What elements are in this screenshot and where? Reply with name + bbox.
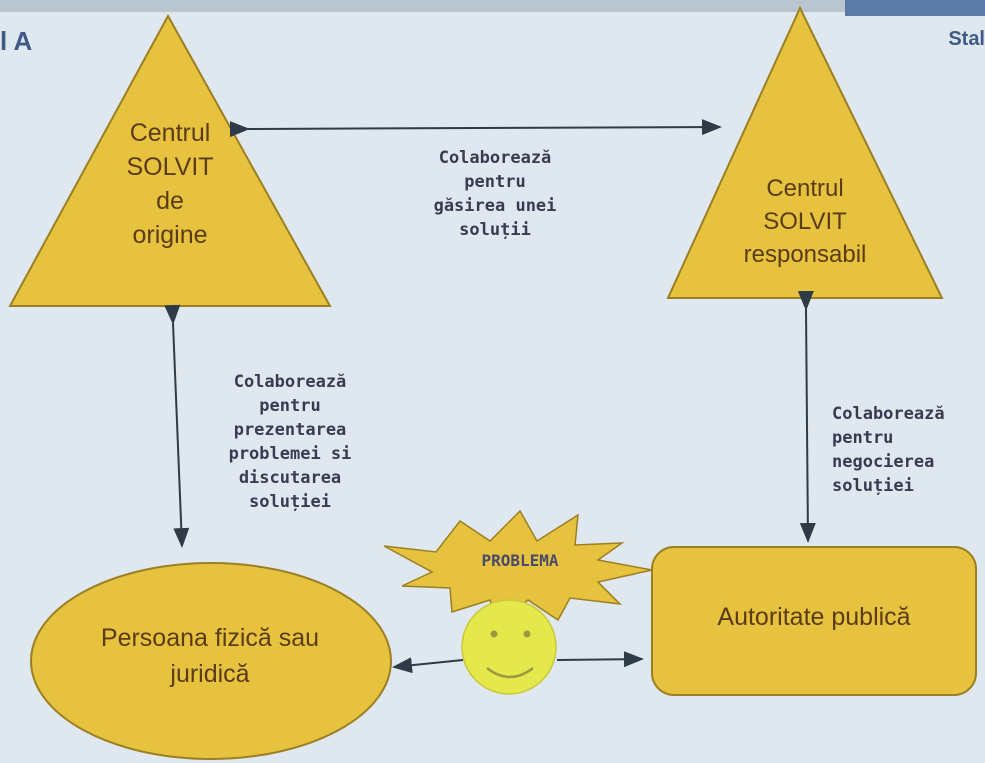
top-bar-accent bbox=[845, 0, 985, 16]
responsible-line-2: SOLVIT bbox=[763, 208, 847, 235]
edge-right-line-3: negocierea bbox=[832, 452, 935, 472]
person-line-1: Persoana fizică sau bbox=[100, 624, 320, 652]
arrow-left-bidirectional bbox=[164, 304, 190, 548]
edge-right-line-2: pentru bbox=[832, 428, 894, 448]
arrow-to-authority bbox=[556, 651, 644, 668]
responsible-center-label: Centrul SOLVIT responsabil bbox=[705, 172, 905, 271]
problem-label: PROBLEMA bbox=[481, 551, 559, 570]
edge-label-right: Colaborează pentru negocierea soluției bbox=[832, 402, 985, 498]
origin-line-1: Centrul bbox=[129, 119, 211, 147]
person-line-2: juridică bbox=[170, 660, 250, 688]
edge-top-line-4: soluții bbox=[459, 220, 531, 240]
authority-label: Autoritate publică bbox=[717, 603, 911, 631]
origin-center-label: Centrul SOLVIT de origine bbox=[90, 116, 250, 252]
edge-label-top: Colaborează pentru găsirea unei soluții bbox=[385, 146, 605, 242]
edge-left-line-4: problemei si bbox=[228, 444, 352, 464]
smiley-face-icon bbox=[461, 599, 557, 695]
responsible-line-1: Centrul bbox=[766, 175, 844, 202]
edge-left-line-3: prezentarea bbox=[233, 420, 347, 440]
edge-left-line-5: discutarea bbox=[238, 468, 342, 488]
edge-left-line-6: soluției bbox=[249, 492, 331, 512]
arrow-to-person bbox=[392, 657, 464, 674]
edge-left-line-2: pentru bbox=[259, 396, 321, 416]
arrow-top-bidirectional bbox=[229, 119, 722, 138]
origin-line-3: de bbox=[156, 187, 184, 215]
authority-box bbox=[651, 546, 977, 696]
person-ellipse bbox=[30, 562, 392, 760]
edge-right-line-4: soluției bbox=[832, 476, 914, 496]
edge-top-line-2: pentru bbox=[464, 172, 526, 192]
edge-top-line-1: Colaborează bbox=[438, 148, 552, 168]
corner-label-left: l A bbox=[0, 26, 33, 56]
edge-label-left: Colaborează pentru prezentarea problemei… bbox=[195, 370, 385, 514]
problem-starburst bbox=[383, 509, 653, 628]
person-label: Persoana fizică sau juridică bbox=[60, 620, 360, 692]
edge-right-line-1: Colaborează bbox=[832, 404, 945, 424]
responsible-line-3: responsabil bbox=[743, 241, 867, 268]
edge-top-line-3: găsirea unei bbox=[433, 196, 557, 216]
origin-line-4: origine bbox=[132, 221, 208, 249]
arrow-right-bidirectional bbox=[797, 290, 816, 543]
origin-line-2: SOLVIT bbox=[126, 153, 214, 181]
edge-left-line-1: Colaborează bbox=[233, 372, 347, 392]
top-bar bbox=[0, 0, 985, 12]
corner-label-right: Stal bbox=[948, 28, 985, 50]
